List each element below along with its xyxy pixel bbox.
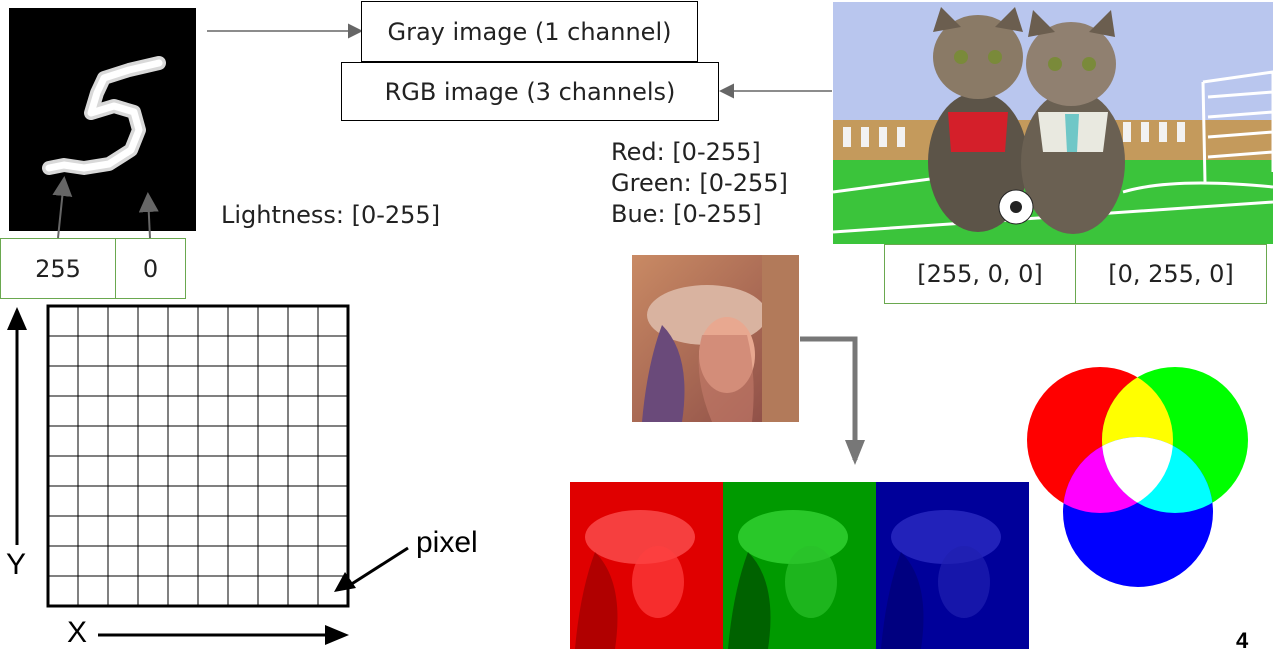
pixel-cell <box>47 455 79 487</box>
pixel-cell <box>77 455 109 487</box>
gray-value-0: 0 <box>142 254 159 283</box>
cat-value-box-green: [0, 255, 0] <box>1075 244 1267 304</box>
pixel-cell <box>47 485 79 517</box>
pixel-cell <box>167 515 199 547</box>
blue-range-label: Bue: [0-255] <box>611 200 762 228</box>
pixel-pointer-arrow <box>349 546 409 587</box>
pixel-cell <box>257 365 289 397</box>
pixel-grid-border <box>46 304 350 608</box>
pixel-cell <box>227 335 259 367</box>
gray-value-box-0: 0 <box>115 238 186 299</box>
pixel-label: pixel <box>416 526 478 559</box>
pixel-cell <box>287 455 319 487</box>
pixel-cell <box>167 575 199 607</box>
pixel-cell <box>77 485 109 517</box>
pixel-cell <box>107 395 139 427</box>
pixel-cell <box>227 575 259 607</box>
lightness-label: Lightness: [0-255] <box>221 201 441 229</box>
pixel-cell <box>317 335 349 367</box>
cat-value-green: [0, 255, 0] <box>1108 260 1234 288</box>
pixel-cell <box>107 485 139 517</box>
pixel-cell <box>287 545 319 577</box>
pixel-cell <box>197 545 229 577</box>
pixel-cell <box>77 365 109 397</box>
y-axis-label: Y <box>6 548 27 581</box>
red-range-label: Red: [0-255] <box>611 138 761 166</box>
pixel-cell <box>287 515 319 547</box>
pixel-cell <box>257 485 289 517</box>
cat-value-box-red: [255, 0, 0] <box>884 244 1076 304</box>
pixel-cell <box>137 335 169 367</box>
pixel-cell <box>317 485 349 517</box>
gray-value-box-255: 255 <box>0 238 116 299</box>
gray-value-255: 255 <box>35 254 81 283</box>
pixel-cell <box>167 485 199 517</box>
pixel-cell <box>167 365 199 397</box>
pixel-cell <box>107 335 139 367</box>
pixel-cell <box>287 575 319 607</box>
pixel-cell <box>227 545 259 577</box>
pixel-cell <box>317 545 349 577</box>
pixel-cell <box>137 455 169 487</box>
pixel-cell <box>167 395 199 427</box>
pixel-cell <box>257 455 289 487</box>
pixel-cell <box>107 545 139 577</box>
pixel-cell <box>77 575 109 607</box>
pixel-cell <box>77 545 109 577</box>
kittens-photo <box>832 2 1273 244</box>
rgb-venn-diagram <box>1027 367 1248 587</box>
pixel-cell <box>47 545 79 577</box>
pixel-cell <box>317 515 349 547</box>
pixel-cell <box>77 335 109 367</box>
pixel-cell <box>227 485 259 517</box>
page-number: 4 <box>1236 628 1249 653</box>
pixel-cell <box>107 365 139 397</box>
pixel-cell <box>197 485 229 517</box>
gray-image-box: Gray image (1 channel) <box>361 1 698 62</box>
rgb-image-label: RGB image (3 channels) <box>384 77 676 106</box>
pixel-cell <box>317 455 349 487</box>
pixel-cell <box>197 395 229 427</box>
pixel-cell <box>137 485 169 517</box>
pixel-cell <box>47 395 79 427</box>
pixel-cell <box>77 425 109 457</box>
pixel-cell <box>257 575 289 607</box>
pixel-cell <box>227 365 259 397</box>
blue-channel-image <box>876 482 1029 649</box>
rgb-image-box: RGB image (3 channels) <box>341 62 719 121</box>
pixel-cell <box>77 515 109 547</box>
pixel-cell <box>107 515 139 547</box>
pixel-cell <box>257 335 289 367</box>
channel-images <box>570 482 1029 649</box>
green-channel-image <box>723 482 876 649</box>
gray-image-label: Gray image (1 channel) <box>387 17 672 46</box>
pixel-grid <box>46 304 350 608</box>
portrait-image <box>632 255 799 422</box>
handwritten-digit-image <box>9 8 196 231</box>
red-channel-image <box>570 482 723 649</box>
x-axis-label: X <box>67 616 88 649</box>
cat-value-red: [255, 0, 0] <box>917 260 1043 288</box>
pixel-cell <box>317 395 349 427</box>
pixel-cell <box>47 305 79 337</box>
pixel-cell <box>287 395 319 427</box>
pixel-cell <box>107 575 139 607</box>
green-range-label: Green: [0-255] <box>611 169 788 197</box>
pixel-cell <box>317 365 349 397</box>
